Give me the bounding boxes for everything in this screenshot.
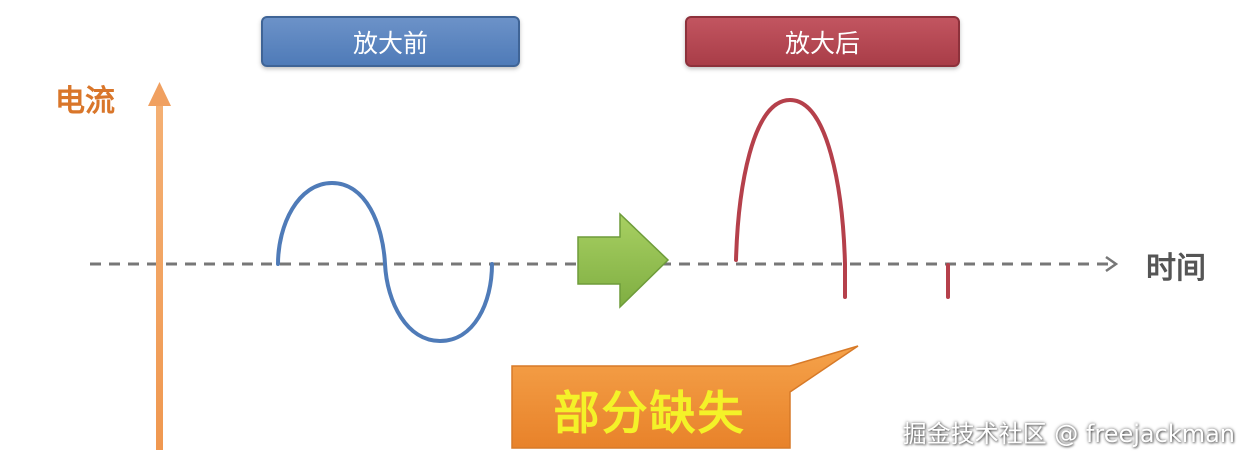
after-amplification-label: 放大后 [685,16,960,67]
before-wave [276,180,494,344]
current-axis-label: 电流 [55,84,115,119]
time-axis-label: 时间 [1146,251,1206,286]
current-axis-shaft [156,102,163,450]
missing-part-callout-text: 部分缺失 [553,386,746,440]
before-amplification-label: 放大前 [261,16,520,67]
watermark: 掘金技术社区 @ freejackman [902,420,1235,448]
current-axis-arrowhead [148,82,171,106]
time-axis-arrowhead [1105,255,1119,273]
after-wave-peak [734,97,847,299]
callout-bubble [511,345,859,449]
transition-arrow [577,212,670,309]
